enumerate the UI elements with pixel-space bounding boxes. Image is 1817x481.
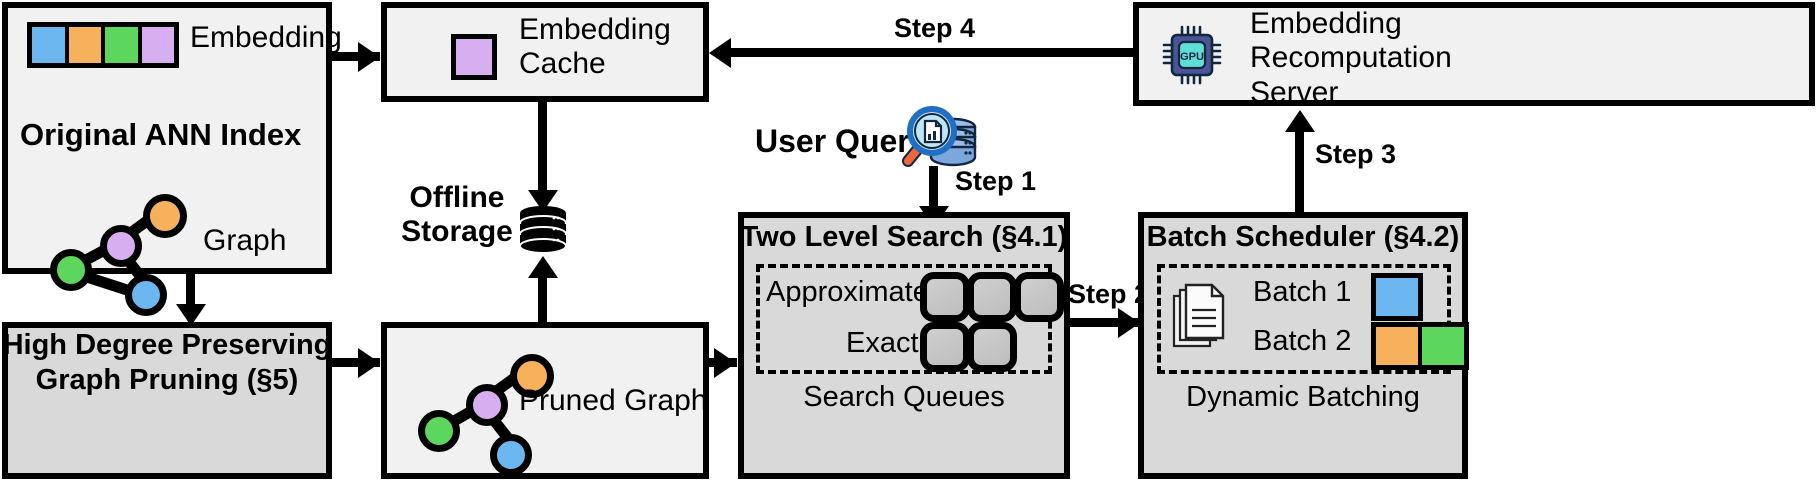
step1-label: Step 1 [955,166,1037,196]
queue-slot [1014,272,1064,322]
arrow-cache-to-storage-line [538,102,547,200]
graph-node-green [50,249,92,291]
graph-node-blue [490,434,532,476]
embedding-cache-line2: Cache [519,47,606,81]
offline-storage-label: Offline Storage [392,181,522,249]
dynamic-batching-caption: Dynamic Batching [1186,381,1420,413]
pruned-graph-label: Pruned Graph [519,384,708,417]
graph-node-purple [100,225,142,267]
arrow-pruned-to-storage-head [528,256,558,278]
recomputation-server-title: Embedding Recomputation Server [1250,7,1452,109]
embedding-chip-orange [68,27,105,63]
svg-text:GPU: GPU [1180,51,1204,63]
database-cylinder-icon [519,205,567,255]
queue-slot [920,322,970,372]
step2-label: Step 2 [1068,279,1150,309]
graph-node-green [418,410,460,452]
embedding-cache-chip-purple [451,34,497,80]
approximate-queue-slots [920,272,1064,322]
arrow-step3-line [1295,130,1304,212]
arrow-step2-line [1070,318,1150,327]
step4-label: Step 4 [894,13,976,43]
embedding-chip-green [105,27,142,63]
arrow-index-to-pruning-head [176,304,206,326]
recomputation-server-line2: Recomputation [1250,41,1452,75]
arrow-step1-line [929,166,938,214]
graph-label: Graph [203,224,287,257]
arrow-pruning-to-pruned-line [332,358,380,367]
arrow-pruning-to-pruned-head [358,348,380,378]
arrow-step4-head [709,38,731,68]
original-ann-index-title: Original ANN Index [20,117,302,152]
embedding-label: Embedding [190,21,342,54]
graph-pruning-title: High Degree Preserving Graph Pruning (§5… [2,329,332,397]
graph-node-orange [143,194,187,238]
gpu-chip-icon: GPU [1162,25,1222,85]
documents-stack-icon [1170,282,1228,352]
batch-2-chips [1371,322,1469,370]
graph-pruning-line1: High Degree Preserving [2,329,332,361]
user-query-label: User Query [755,123,928,159]
batch-chip-blue [1376,278,1418,316]
batch-scheduler-title: Batch Scheduler (§4.2) [1146,221,1460,253]
exact-queue-label: Exact [846,327,919,359]
batch-2-label: Batch 2 [1253,325,1352,357]
recomputation-server-line1: Embedding [1250,7,1402,40]
dynamic-batching-group [1157,264,1451,374]
embedding-cache-box [381,2,709,102]
batch-chip-orange [1376,327,1422,365]
embedding-recomputation-server-box [1133,2,1815,106]
embedding-chip-purple [141,27,174,63]
step3-label: Step 3 [1315,139,1397,169]
batch-1-chips [1371,273,1423,321]
embedding-cache-line1: Embedding [519,13,671,46]
arrow-index-to-cache-line [332,52,380,61]
recomputation-server-line3: Server [1250,75,1339,109]
batch-chip-green [1422,327,1464,365]
queue-slot [967,272,1017,322]
approximate-queue-label: Approximate [766,276,929,308]
queue-slot [967,322,1017,372]
embedding-cache-title: Embedding Cache [519,13,671,81]
arrow-step3-head [1285,110,1315,132]
magnifier-over-database-icon [900,100,978,178]
arrow-pruned-to-storage-line [538,278,547,324]
arrow-index-to-pruning-line [186,274,195,310]
graph-node-purple [466,384,508,426]
exact-queue-slots [920,322,1017,372]
arrow-step2-head [1118,308,1140,338]
pruned-graph-widget [412,336,572,476]
arrow-index-to-cache-head [358,42,380,72]
arrow-pruned-to-search-head [714,348,736,378]
batch-1-label: Batch 1 [1253,276,1352,308]
search-queues-caption: Search Queues [803,381,1005,413]
two-level-search-title: Two Level Search (§4.1) [740,221,1068,253]
offline-storage-line2: Storage [401,215,513,249]
graph-node-orange [510,354,554,398]
embedding-chip-blue [32,27,69,63]
queue-slot [920,272,970,322]
graph-node-blue [125,274,167,316]
original-graph-widget [42,170,202,316]
arrow-step4-line [726,48,1136,57]
pruned-graph-box [381,322,709,479]
graph-pruning-box [2,322,332,479]
offline-storage-line1: Offline [409,181,505,214]
graph-pruning-line2: Graph Pruning (§5) [35,364,299,397]
embedding-chip-strip [27,22,179,68]
